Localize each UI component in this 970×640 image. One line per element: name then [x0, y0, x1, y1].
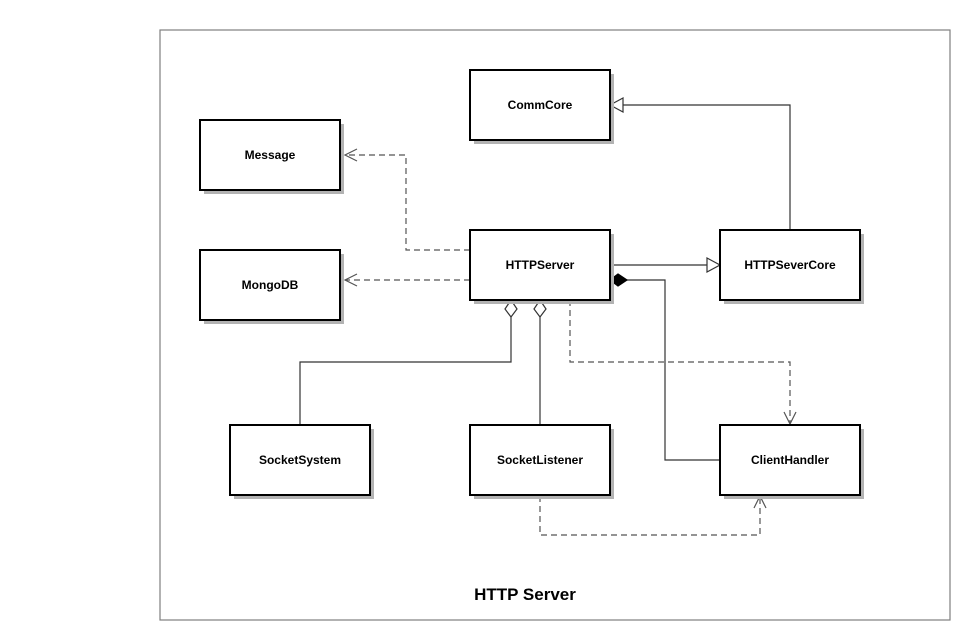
generalization-httpsevercore-commcore	[623, 104, 791, 230]
dependency-httpserver-clienthandler	[569, 300, 791, 424]
class-label-commcore: CommCore	[508, 98, 573, 112]
class-label-socketsystem: SocketSystem	[259, 453, 341, 467]
class-label-httpserver: HTTPServer	[506, 258, 575, 272]
composition-httpserver-clienthandler	[627, 279, 720, 461]
class-label-clienthandler: ClientHandler	[751, 453, 829, 467]
class-box-httpsevercore[interactable]: HTTPSeverCore	[719, 229, 864, 304]
hollow-diamond-socketlistener	[533, 298, 547, 318]
class-box-mongodb[interactable]: MongoDB	[199, 249, 344, 324]
diagram-title: HTTP Server	[474, 585, 576, 604]
class-label-socketlistener: SocketListener	[497, 453, 583, 467]
class-label-mongodb: MongoDB	[242, 278, 299, 292]
open-arrow-head-message	[343, 148, 358, 162]
class-box-clienthandler[interactable]: ClientHandler	[719, 424, 864, 499]
hollow-triangle-commcore	[608, 96, 624, 114]
class-box-socketsystem[interactable]: SocketSystem	[229, 424, 374, 499]
class-label-httpsevercore: HTTPSeverCore	[744, 258, 836, 272]
class-box-socketlistener[interactable]: SocketListener	[469, 424, 614, 499]
aggregation-httpserver-socketsystem	[299, 317, 512, 425]
hollow-diamond-socketsystem	[504, 298, 518, 318]
class-label-message: Message	[245, 148, 296, 162]
dependency-httpserver-message	[345, 154, 470, 251]
class-box-message[interactable]: Message	[199, 119, 344, 194]
open-arrow-head-mongodb	[343, 273, 358, 287]
class-box-httpserver[interactable]: HTTPServer	[469, 229, 614, 304]
filled-diamond-clienthandler	[609, 273, 629, 287]
hollow-triangle-httpsevercore	[706, 256, 722, 274]
class-box-commcore[interactable]: CommCore	[469, 69, 614, 144]
